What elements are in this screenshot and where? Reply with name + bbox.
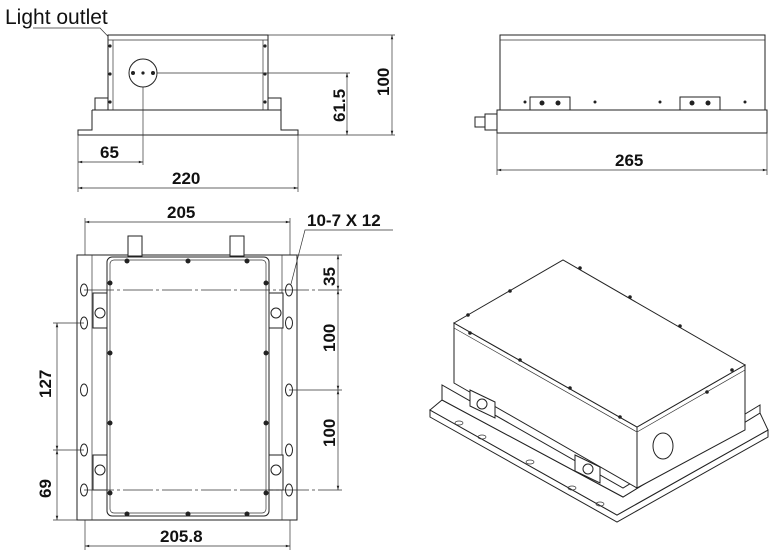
dim-bottom-width: 205.8 [160,527,203,546]
iso-top-face [452,259,747,428]
bracket [529,96,571,111]
dim-length: 265 [615,151,643,170]
connector [229,235,245,257]
dim-width: 220 [172,169,200,188]
connector [127,235,143,257]
dim-100b: 100 [320,419,339,447]
dim-height: 100 [374,68,393,96]
front-view: Light outlet 61.5 100 65 220 [5,6,395,192]
light-outlet-label: Light outlet [5,6,108,29]
top-cover [106,256,270,517]
holes-callout: 10-7 X 12 [307,211,381,230]
holes-leader [290,229,393,285]
dim-69: 69 [36,479,55,498]
iso-light-outlet [652,432,674,460]
connector [484,113,498,131]
dim-outlet-height: 61.5 [330,89,349,122]
isometric-view [429,259,769,523]
dim-top-width: 205 [167,203,195,222]
dim-127: 127 [36,370,55,398]
side-view: 265 [474,34,768,175]
bracket [679,96,721,111]
dim-outlet-offset: 65 [100,143,119,162]
dim-35: 35 [320,267,339,286]
dim-100a: 100 [320,324,339,352]
top-view: 205 205.8 10-7 X 12 35 100 100 127 69 [36,203,393,550]
